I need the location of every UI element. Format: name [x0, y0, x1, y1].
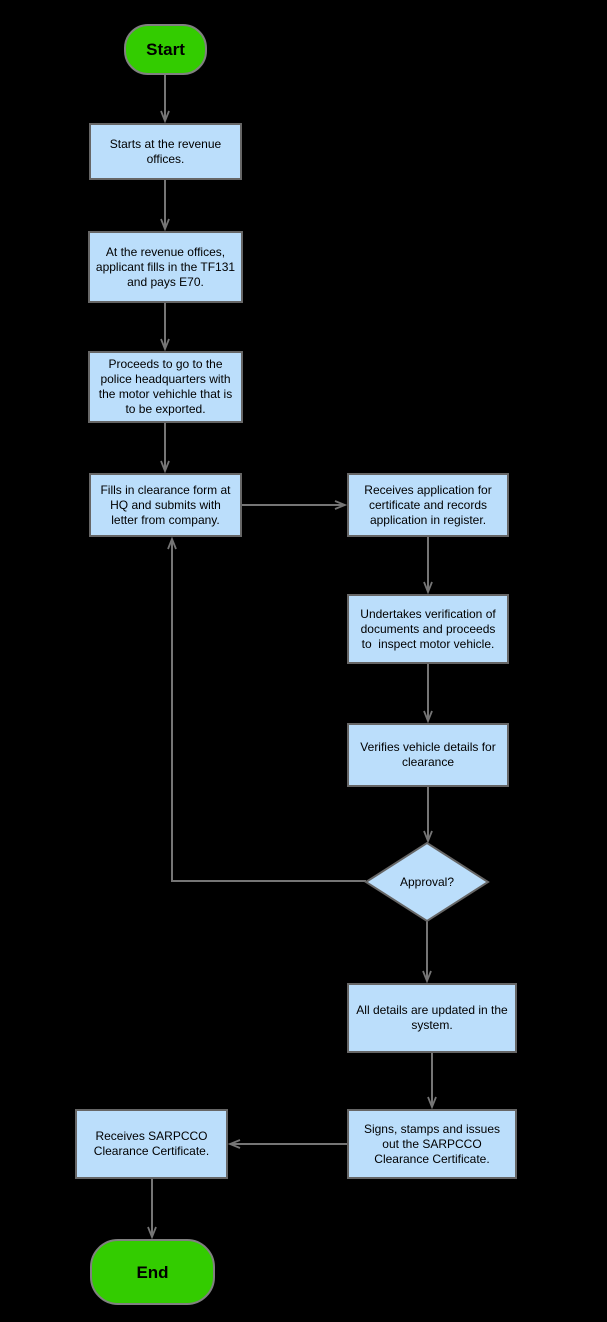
node-tf131-payment: At the revenue offices, applicant fills … — [88, 231, 243, 303]
decision-approval-shape — [364, 841, 490, 923]
node-signs-stamps: Signs, stamps and issues out the SARPCCO… — [347, 1109, 517, 1179]
node-receives-certificate: Receives SARPCCO Clearance Certificate. — [75, 1109, 228, 1179]
node-clearance-form: Fills in clearance form at HQ and submit… — [89, 473, 242, 537]
node-revenue-offices: Starts at the revenue offices. — [89, 123, 242, 180]
node-receives-application: Receives application for certificate and… — [347, 473, 509, 537]
node-police-hq: Proceeds to go to the police headquarter… — [88, 351, 243, 423]
node-start: Start — [124, 24, 207, 75]
node-update-system: All details are updated in the system. — [347, 983, 517, 1053]
connector-approval-loop-to-clearance-form — [172, 539, 366, 882]
node-end: End — [90, 1239, 215, 1305]
node-approval-label: Approval? — [399, 874, 455, 889]
node-verification: Undertakes verification of documents and… — [347, 594, 509, 664]
node-verifies-details: Verifies vehicle details for clearance — [347, 723, 509, 787]
